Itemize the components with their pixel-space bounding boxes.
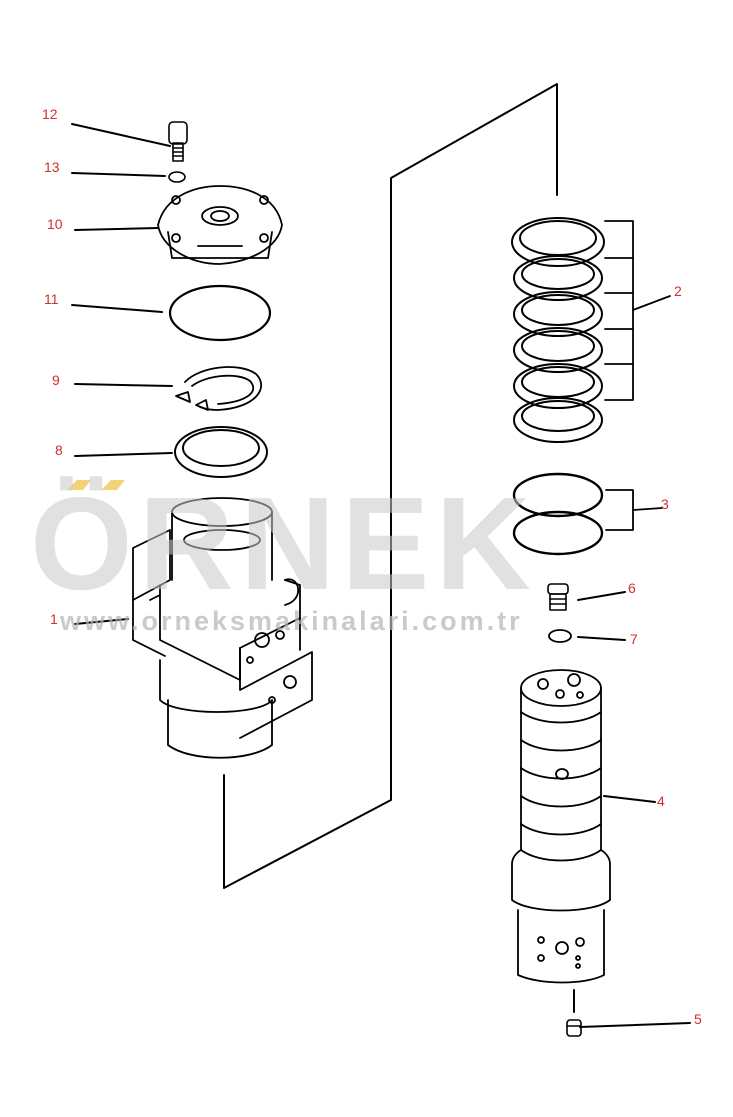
ring-seal-stack-part-2 (511, 217, 605, 443)
watermark-umlaut-dots (67, 480, 125, 490)
leader-line-1 (74, 618, 129, 625)
leader-line-11 (71, 304, 163, 313)
washer-part-13 (168, 171, 186, 183)
assembly-guide-line (223, 83, 558, 889)
swivel-shaft-part-4 (511, 669, 611, 984)
leader-line-13 (71, 172, 166, 177)
o-ring-pair-part-3 (512, 472, 604, 556)
leader-line-6 (577, 591, 626, 601)
callout-10: 10 (47, 216, 63, 232)
plug-part-5 (566, 1019, 582, 1037)
watermark-brand: ÖRNEK (30, 470, 537, 617)
small-o-ring-part-7 (548, 629, 572, 643)
cover-part-10 (157, 185, 283, 265)
watermark-url: www.orneksmakinalari.com.tr (60, 606, 523, 636)
leader-line-7 (577, 636, 626, 641)
callout-8: 8 (55, 442, 63, 458)
bracket-item-2 (604, 220, 671, 401)
callout-4: 4 (657, 793, 665, 809)
bolt-part-12 (168, 121, 188, 162)
leader-line-12 (71, 123, 171, 147)
callout-6: 6 (628, 580, 636, 596)
leader-line-10 (74, 227, 159, 231)
callout-9: 9 (52, 372, 60, 388)
callout-1: 1 (50, 611, 58, 627)
callout-13: 13 (44, 159, 60, 175)
plug-part-6 (547, 583, 569, 611)
snap-ring-part-9 (175, 366, 262, 411)
leader-line-4 (603, 795, 656, 803)
seal-ring-part-8 (174, 426, 268, 478)
o-ring-part-11 (168, 284, 272, 342)
callout-2: 2 (674, 283, 682, 299)
callout-5: 5 (694, 1011, 702, 1027)
callout-3: 3 (661, 496, 669, 512)
callout-12: 12 (42, 106, 58, 122)
callout-7: 7 (630, 631, 638, 647)
bracket-item-3 (605, 489, 663, 531)
swivel-housing-part-1 (132, 497, 313, 759)
leader-line-9 (74, 383, 173, 387)
callout-11: 11 (44, 291, 59, 307)
leader-line-8 (74, 452, 173, 457)
leader-line-5 (579, 1022, 691, 1028)
